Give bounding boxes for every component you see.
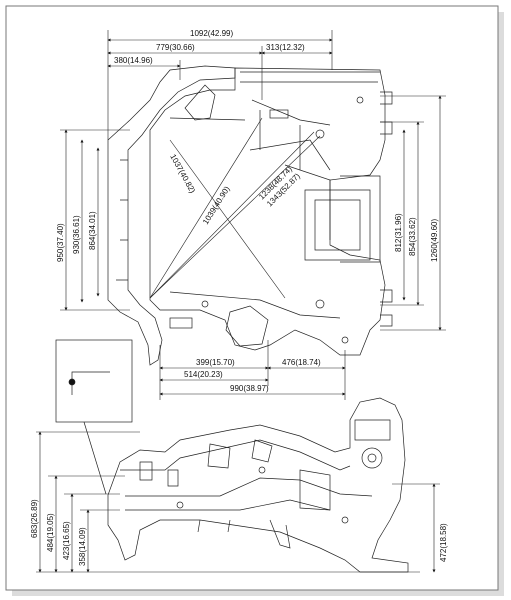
paper-sheet	[5, 5, 499, 591]
rear-subframe	[149, 67, 386, 356]
dim-779: 779(30.66)	[156, 43, 195, 52]
dim-1260: 1260(49.60)	[430, 219, 439, 262]
side-view	[107, 397, 409, 573]
detail-inset	[55, 339, 133, 495]
side-frame-outline	[107, 397, 409, 573]
dim-399: 399(15.70)	[196, 358, 235, 367]
left-frame-rail	[107, 65, 236, 366]
dim-950: 950(37.40)	[56, 223, 65, 262]
dim-683: 683(26.89)	[30, 499, 39, 538]
side-view-dimension-lines	[36, 431, 440, 573]
top-view	[107, 65, 393, 366]
dim-423: 423(16.65)	[62, 521, 71, 560]
dim-380: 380(14.96)	[114, 56, 153, 65]
side-view-labels: 683(26.89) 484(19.05) 423(16.65) 358(14.…	[30, 499, 448, 566]
dim-990: 990(38.97)	[230, 384, 269, 393]
dim-358: 358(14.09)	[78, 527, 87, 566]
dim-812: 812(31.96)	[394, 213, 403, 252]
dim-1092: 1092(42.99)	[190, 29, 233, 38]
dim-313: 313(12.32)	[266, 43, 305, 52]
dim-864: 864(34.01)	[88, 211, 97, 250]
dim-930: 930(36.61)	[72, 215, 81, 254]
dim-472: 472(18.58)	[439, 523, 448, 562]
dim-514: 514(20.23)	[184, 370, 223, 379]
dim-854: 854(33.62)	[408, 217, 417, 256]
dim-484: 484(19.05)	[46, 513, 55, 552]
top-view-dimension-lines	[60, 30, 446, 400]
dim-476: 476(18.74)	[282, 358, 321, 367]
